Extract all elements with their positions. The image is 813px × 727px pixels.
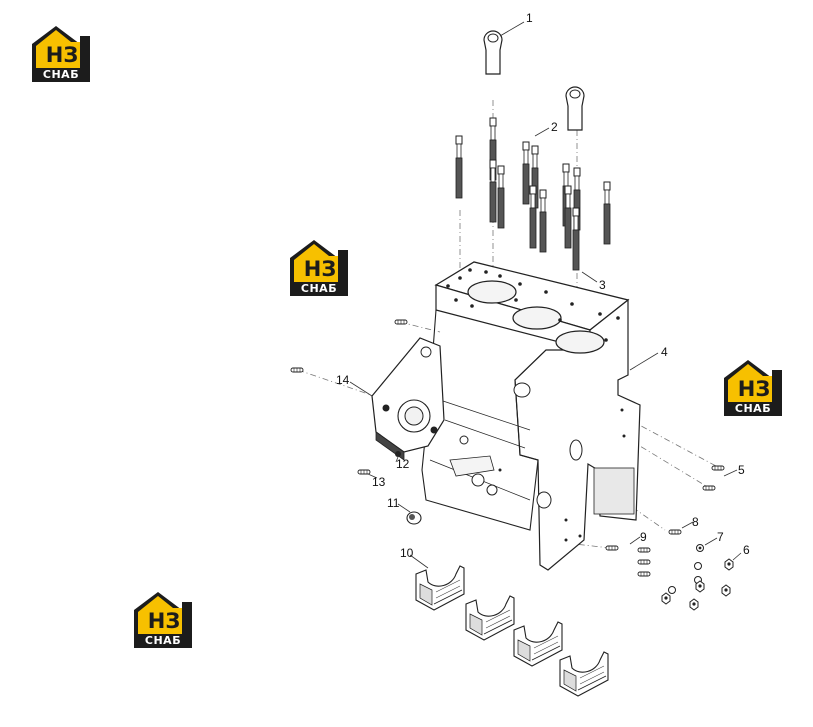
brand-mark: НЗ <box>44 42 80 68</box>
head-bolts <box>455 117 611 271</box>
brand-word: СНАБ <box>32 68 90 82</box>
callout-14: 14 <box>336 373 350 387</box>
brand-logo: НЗ СНАБ <box>132 590 194 650</box>
callout-8: 8 <box>692 515 699 529</box>
front-plate <box>371 337 445 461</box>
callout-6: 6 <box>743 543 750 557</box>
callout-7: 7 <box>717 530 724 544</box>
cylinder-block <box>421 261 641 571</box>
callout-4: 4 <box>661 345 668 359</box>
brand-mark: НЗ <box>146 608 182 634</box>
dowel-pins <box>290 319 725 551</box>
brand-logo: НЗ СНАБ <box>288 238 350 298</box>
brand-logo: НЗ СНАБ <box>30 24 92 84</box>
lifting-eye <box>483 30 503 75</box>
callout-11: 11 <box>387 496 400 510</box>
fittings <box>357 451 401 475</box>
brand-word: СНАБ <box>134 634 192 648</box>
brand-word: СНАБ <box>290 282 348 296</box>
callout-leaders <box>349 21 742 569</box>
bearing-caps <box>415 565 609 697</box>
callout-9: 9 <box>640 530 647 544</box>
brand-word: СНАБ <box>724 402 782 416</box>
brand-logo: НЗ СНАБ <box>722 358 784 418</box>
brand-mark: НЗ <box>736 376 772 402</box>
callout-2: 2 <box>551 120 558 134</box>
nuts <box>661 544 734 611</box>
lifting-eye <box>565 86 585 131</box>
callout-12: 12 <box>396 457 410 471</box>
callout-10: 10 <box>400 546 414 560</box>
plug <box>406 511 422 525</box>
callout-13: 13 <box>372 475 386 489</box>
callout-3: 3 <box>599 278 606 292</box>
callout-labels: 1 2 3 4 5 6 7 8 9 10 11 12 13 14 <box>336 11 750 560</box>
callout-1: 1 <box>526 11 533 25</box>
brand-mark: НЗ <box>302 256 338 282</box>
callout-5: 5 <box>738 463 745 477</box>
